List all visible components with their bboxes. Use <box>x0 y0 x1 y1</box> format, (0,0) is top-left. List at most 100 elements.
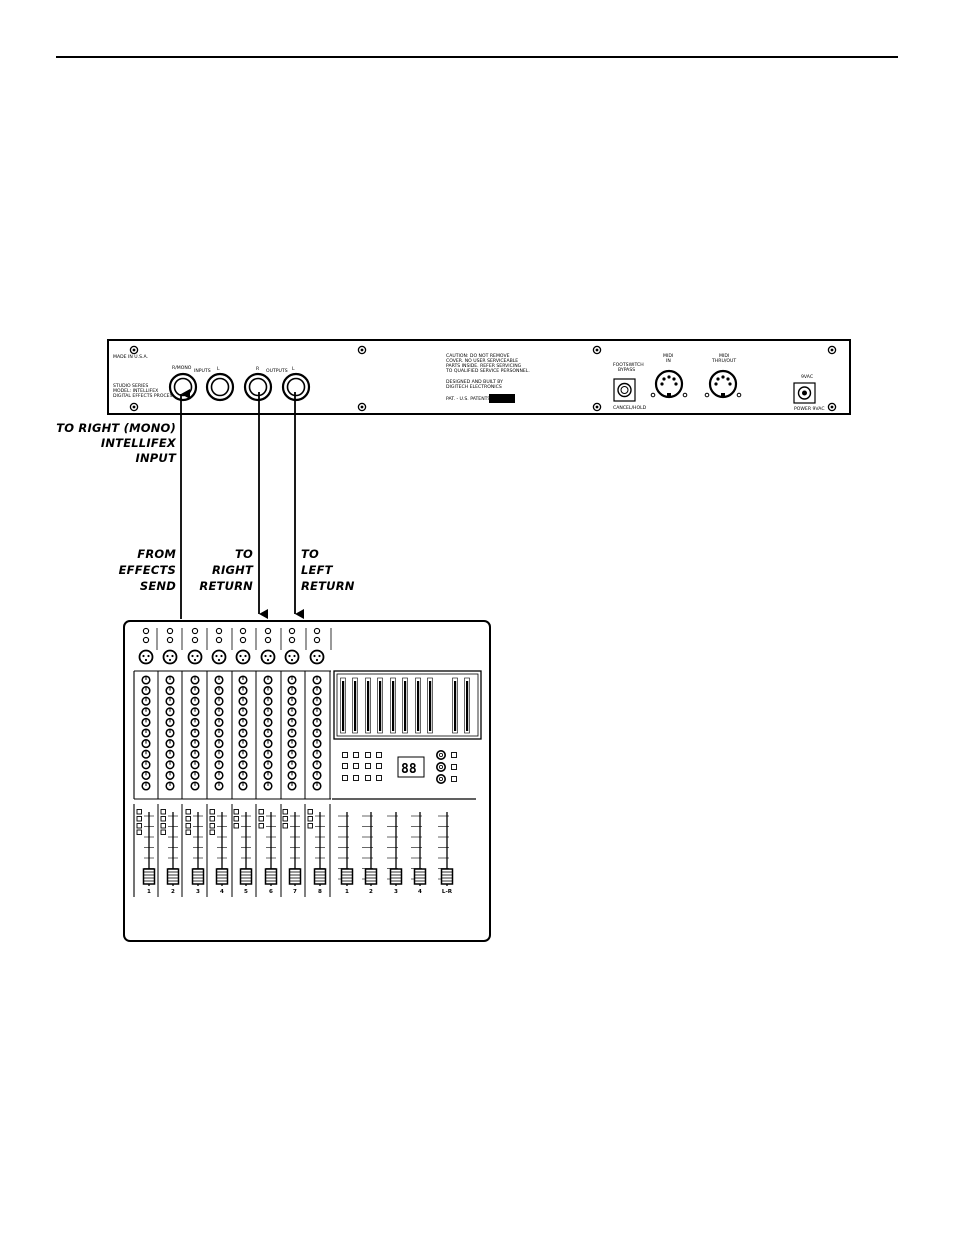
channel-button[interactable] <box>209 809 215 815</box>
footswitch-jack[interactable] <box>613 378 636 402</box>
channel-button[interactable] <box>282 809 288 815</box>
knob-icon[interactable] <box>190 707 200 717</box>
top-jack-icon[interactable] <box>239 627 247 635</box>
master-fader[interactable] <box>413 868 427 885</box>
knob-icon[interactable] <box>165 707 175 717</box>
channel-button[interactable] <box>233 823 239 829</box>
master-knob-icon[interactable] <box>435 773 446 784</box>
xlr-input-icon[interactable] <box>211 649 227 665</box>
knob-icon[interactable] <box>165 696 175 706</box>
knob-icon[interactable] <box>238 739 248 749</box>
master-button[interactable] <box>342 775 348 781</box>
knob-icon[interactable] <box>165 728 175 738</box>
master-fader[interactable] <box>440 868 454 885</box>
channel-button[interactable] <box>233 809 239 815</box>
channel-button[interactable] <box>282 816 288 822</box>
knob-icon[interactable] <box>287 739 297 749</box>
master-fader[interactable] <box>389 868 403 885</box>
midi-thru-jack[interactable] <box>704 369 742 399</box>
knob-icon[interactable] <box>312 675 322 685</box>
knob-icon[interactable] <box>165 760 175 770</box>
knob-icon[interactable] <box>287 760 297 770</box>
knob-icon[interactable] <box>141 675 151 685</box>
top-jack-icon[interactable] <box>313 627 321 635</box>
knob-icon[interactable] <box>190 675 200 685</box>
knob-icon[interactable] <box>165 675 175 685</box>
top-jack-icon[interactable] <box>142 627 150 635</box>
knob-icon[interactable] <box>141 728 151 738</box>
input-jack-r-mono[interactable] <box>168 372 198 402</box>
knob-icon[interactable] <box>165 749 175 759</box>
knob-icon[interactable] <box>263 781 273 791</box>
knob-icon[interactable] <box>287 749 297 759</box>
knob-icon[interactable] <box>214 760 224 770</box>
knob-icon[interactable] <box>312 760 322 770</box>
knob-icon[interactable] <box>214 696 224 706</box>
knob-icon[interactable] <box>190 739 200 749</box>
master-fader[interactable] <box>340 868 354 885</box>
master-button[interactable] <box>376 752 382 758</box>
knob-icon[interactable] <box>238 749 248 759</box>
knob-icon[interactable] <box>263 749 273 759</box>
knob-icon[interactable] <box>190 760 200 770</box>
channel-fader[interactable] <box>239 868 253 885</box>
knob-icon[interactable] <box>190 696 200 706</box>
knob-icon[interactable] <box>165 770 175 780</box>
channel-button[interactable] <box>185 809 191 815</box>
top-jack-icon[interactable] <box>215 636 223 644</box>
knob-icon[interactable] <box>312 717 322 727</box>
knob-icon[interactable] <box>263 739 273 749</box>
channel-fader[interactable] <box>142 868 156 885</box>
knob-icon[interactable] <box>214 770 224 780</box>
channel-button[interactable] <box>307 816 313 822</box>
knob-icon[interactable] <box>238 781 248 791</box>
knob-icon[interactable] <box>263 686 273 696</box>
channel-button[interactable] <box>136 829 142 835</box>
knob-icon[interactable] <box>287 707 297 717</box>
output-jack-r[interactable] <box>243 372 273 402</box>
knob-icon[interactable] <box>263 696 273 706</box>
knob-icon[interactable] <box>238 707 248 717</box>
knob-icon[interactable] <box>263 675 273 685</box>
knob-icon[interactable] <box>214 707 224 717</box>
master-button[interactable] <box>353 775 359 781</box>
channel-fader[interactable] <box>191 868 205 885</box>
master-button[interactable] <box>451 764 457 770</box>
knob-icon[interactable] <box>287 717 297 727</box>
channel-button[interactable] <box>185 823 191 829</box>
master-button[interactable] <box>342 752 348 758</box>
channel-fader[interactable] <box>313 868 327 885</box>
master-fader[interactable] <box>364 868 378 885</box>
channel-button[interactable] <box>258 816 264 822</box>
top-jack-icon[interactable] <box>166 627 174 635</box>
top-jack-icon[interactable] <box>215 627 223 635</box>
channel-button[interactable] <box>209 829 215 835</box>
top-jack-icon[interactable] <box>142 636 150 644</box>
knob-icon[interactable] <box>263 770 273 780</box>
master-button[interactable] <box>451 776 457 782</box>
channel-button[interactable] <box>258 809 264 815</box>
knob-icon[interactable] <box>238 675 248 685</box>
channel-button[interactable] <box>160 823 166 829</box>
knob-icon[interactable] <box>263 717 273 727</box>
knob-icon[interactable] <box>190 749 200 759</box>
knob-icon[interactable] <box>141 696 151 706</box>
knob-icon[interactable] <box>165 717 175 727</box>
knob-icon[interactable] <box>263 707 273 717</box>
knob-icon[interactable] <box>141 739 151 749</box>
midi-in-jack[interactable] <box>650 369 688 399</box>
knob-icon[interactable] <box>190 717 200 727</box>
knob-icon[interactable] <box>312 770 322 780</box>
knob-icon[interactable] <box>214 728 224 738</box>
master-button[interactable] <box>353 752 359 758</box>
top-jack-icon[interactable] <box>288 627 296 635</box>
master-button[interactable] <box>376 775 382 781</box>
top-jack-icon[interactable] <box>191 636 199 644</box>
channel-button[interactable] <box>307 823 313 829</box>
xlr-input-icon[interactable] <box>187 649 203 665</box>
knob-icon[interactable] <box>312 781 322 791</box>
knob-icon[interactable] <box>287 686 297 696</box>
knob-icon[interactable] <box>238 760 248 770</box>
master-button[interactable] <box>365 775 371 781</box>
knob-icon[interactable] <box>214 675 224 685</box>
